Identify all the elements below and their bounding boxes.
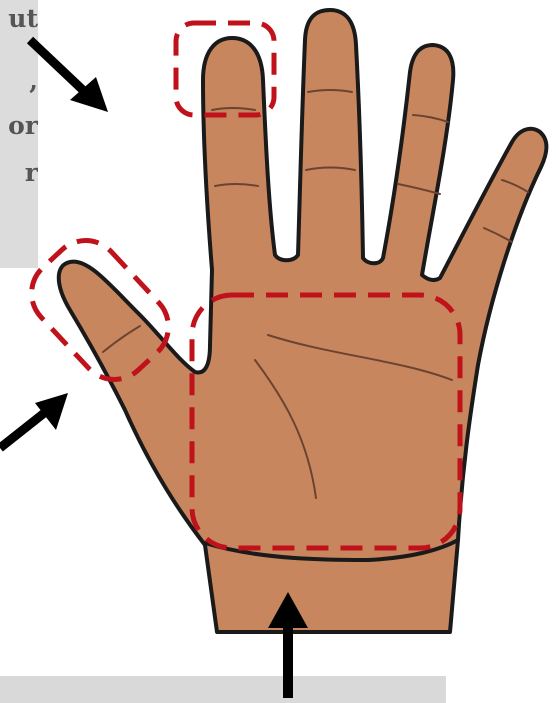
arrow-to-fingertip [30,40,108,112]
hand-shape [59,10,547,632]
arrow-to-thumb [0,393,68,448]
